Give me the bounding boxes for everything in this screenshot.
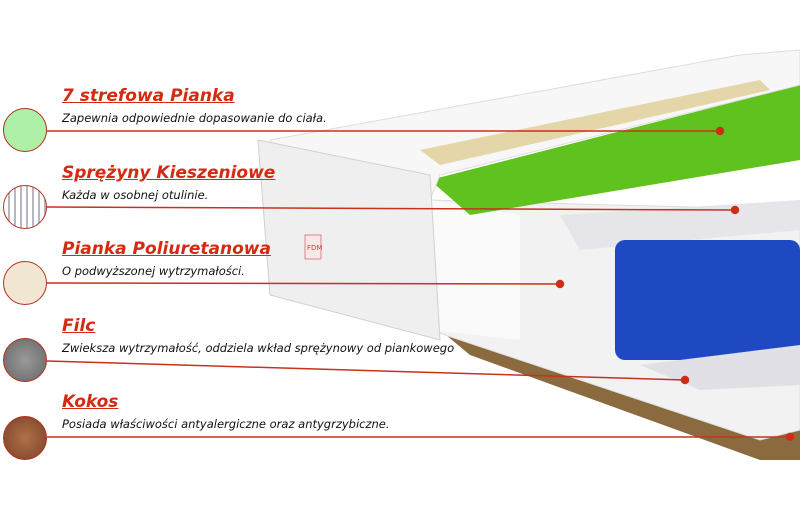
- felt-swatch-icon: [3, 338, 47, 382]
- layer-desc: O podwyższonej wytrzymałości.: [62, 264, 245, 278]
- layer-desc: Posiada właściwości antyalergiczne oraz …: [62, 417, 390, 431]
- polyurethane-swatch-icon: [3, 261, 47, 305]
- coconut-swatch-icon: [3, 416, 47, 460]
- springs-swatch-icon: [3, 185, 47, 229]
- brand-label: FDM: [307, 244, 322, 252]
- brand-tag: [304, 234, 322, 260]
- felt-layer: [560, 200, 800, 250]
- foam-swatch-icon: [3, 108, 47, 152]
- quilted-cover: [257, 139, 441, 341]
- layer-title: Filc: [62, 316, 96, 336]
- layer-desc: Zwieksza wytrzymałość, oddziela wkład sp…: [62, 341, 455, 355]
- green-foam-layer: [430, 85, 800, 215]
- layer-title: Pianka Poliuretanowa: [62, 239, 271, 259]
- layer-desc: Zapewnia odpowiednie dopasowanie do ciał…: [62, 111, 327, 125]
- layer-title: Kokos: [62, 392, 119, 412]
- layer-title: Sprężyny Kieszeniowe: [62, 163, 276, 183]
- layer-desc: Każda w osobnej otulinie.: [62, 188, 209, 202]
- springs-layer: [615, 240, 800, 360]
- layer-title: 7 strefowa Pianka: [62, 86, 235, 106]
